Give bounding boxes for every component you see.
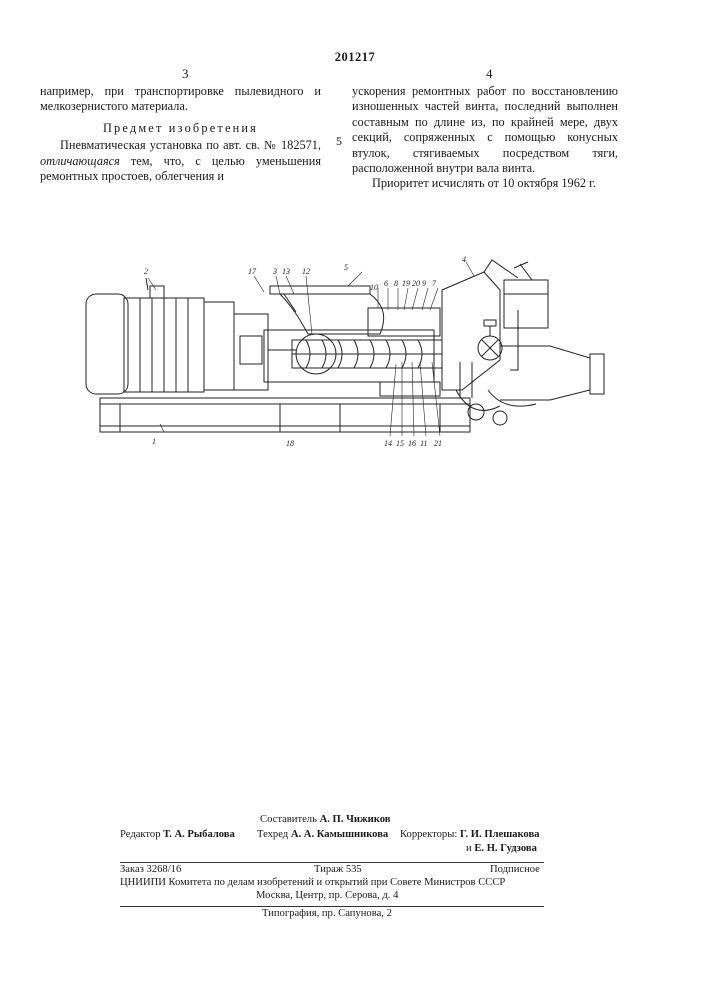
editor-line: Редактор Т. А. Рыбалова xyxy=(120,829,235,842)
label-1: 1 xyxy=(152,437,156,446)
label-18: 18 xyxy=(286,439,294,448)
priority-line: Приоритет исчислять от 10 октября 1962 г… xyxy=(352,176,618,191)
reference-labels xyxy=(148,262,474,436)
claim-continuation: ускорения ремонтных работ по восстановле… xyxy=(352,84,618,176)
label-20: 20 xyxy=(412,279,420,288)
coupling-housing xyxy=(234,314,296,390)
margin-line-number: 5 xyxy=(336,134,342,149)
claim-paragraph: Пневматическая установка по авт. св. № 1… xyxy=(40,138,321,184)
label-15: 15 xyxy=(396,439,404,448)
label-21: 21 xyxy=(434,439,442,448)
label-12: 12 xyxy=(302,267,310,276)
printer: Типография, пр. Сапунова, 2 xyxy=(262,908,392,921)
label-19: 19 xyxy=(402,279,410,288)
screw-housing xyxy=(264,308,442,396)
label-17: 17 xyxy=(248,267,257,276)
electric-motor xyxy=(86,278,234,394)
intro-paragraph: например, при транспортировке пылевидног… xyxy=(40,84,321,115)
label-6: 6 xyxy=(384,279,388,288)
compiler-label: Составитель xyxy=(260,814,317,825)
divider-top xyxy=(120,862,544,863)
claim-emphasis: отличающаяся xyxy=(40,154,120,168)
claims-heading: Предмет изобретения xyxy=(40,121,321,136)
techred-label: Техред xyxy=(257,829,288,840)
editor-label: Редактор xyxy=(120,829,161,840)
compiler-name: А. П. Чижиков xyxy=(320,814,391,825)
pneumatic-installation-drawing: 2 17 3 13 12 5 10 6 8 19 20 9 7 4 1 18 1… xyxy=(80,250,640,450)
base-frame xyxy=(100,398,470,432)
label-4: 4 xyxy=(462,255,466,264)
label-8: 8 xyxy=(394,279,398,288)
inlet-hopper xyxy=(270,286,384,334)
label-14: 14 xyxy=(384,439,392,448)
label-16: 16 xyxy=(408,439,416,448)
claim-lead: Пневматическая установка по авт. св. № 1… xyxy=(60,138,321,152)
techred-line: Техред А. А. Камышникова xyxy=(257,829,388,842)
right-page-number: 4 xyxy=(486,66,493,82)
institute: ЦНИИПИ Комитета по делам изобретений и о… xyxy=(120,877,550,890)
label-10: 10 xyxy=(370,283,378,292)
mixing-chamber xyxy=(442,260,604,400)
corrector-2-name: Е. Н. Гудзова xyxy=(474,843,537,854)
order-number: Заказ 3268/16 xyxy=(120,864,181,877)
label-11: 11 xyxy=(420,439,427,448)
label-numbers: 2 17 3 13 12 5 10 6 8 19 20 9 7 4 1 18 1… xyxy=(144,255,466,448)
correctors-line: Корректоры: Г. И. Плешакова xyxy=(400,829,539,842)
circulation: Тираж 535 xyxy=(314,864,362,877)
patent-number: 201217 xyxy=(320,50,390,65)
label-2: 2 xyxy=(144,267,148,276)
editor-name: Т. А. Рыбалова xyxy=(163,829,235,840)
compiler-line: Составитель А. П. Чижиков xyxy=(260,814,390,827)
corrector-2-line: и Е. Н. Гудзова xyxy=(466,843,537,856)
correctors-label: Корректоры: xyxy=(400,829,457,840)
air-piping xyxy=(456,310,536,425)
corrector-1-name: Г. И. Плешакова xyxy=(460,829,540,840)
institute-address: Москва, Центр, пр. Серова, д. 4 xyxy=(256,890,398,903)
label-5: 5 xyxy=(344,263,348,272)
right-column: ускорения ремонтных работ по восстановле… xyxy=(352,84,618,192)
subscription: Подписное xyxy=(490,864,540,877)
corrector-2-prefix: и xyxy=(466,843,472,854)
label-3: 3 xyxy=(272,267,277,276)
left-page-number: 3 xyxy=(182,66,189,82)
label-7: 7 xyxy=(432,279,437,288)
label-9: 9 xyxy=(422,279,426,288)
label-13: 13 xyxy=(282,267,290,276)
techred-name: А. А. Камышникова xyxy=(291,829,388,840)
divider-bottom xyxy=(120,906,544,907)
left-column: например, при транспортировке пылевидног… xyxy=(40,84,321,184)
